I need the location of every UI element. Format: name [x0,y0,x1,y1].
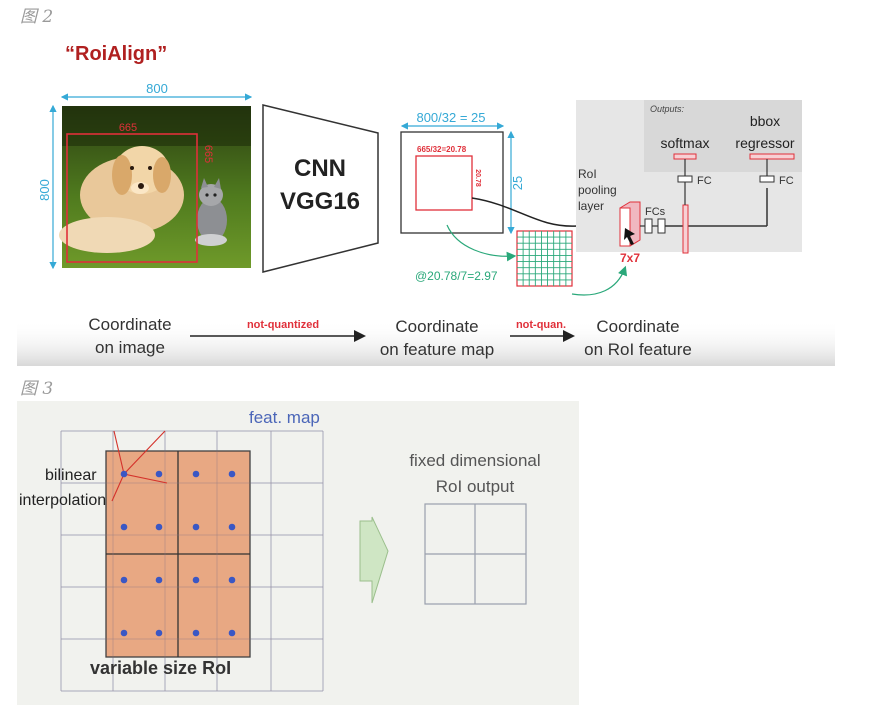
image-width-label: 800 [146,81,168,96]
figure-2-caption: 图 2 [20,7,54,27]
bilinear-label-2: interpolation [19,492,106,509]
diagram-title: “RoiAlign” [65,43,167,65]
sample-point [155,523,163,531]
roialign-diagram: “RoiAlign” 800 800 [17,43,835,366]
roi-width-label: 665 [119,122,137,134]
sample-point [155,470,163,478]
pool-size-label: 7x7 [620,251,640,265]
figure-2-panel: “RoiAlign” 800 800 [17,30,835,366]
fc-layer-2 [657,218,666,234]
fcs-label: FCs [645,206,666,218]
sample-point [120,470,128,478]
fc-label-2: FC [779,175,794,187]
sampling-points [120,470,236,637]
feat-map-label: feat. map [249,408,320,427]
grid-arrow-in [446,224,517,262]
roi-pool-label-3: layer [578,199,604,213]
bilinear-label-1: bilinear [45,467,97,484]
flow-step-1-line2: on image [95,338,165,357]
cursor-icon [624,228,635,245]
sample-point [228,576,236,584]
feature-map-grid-overlay [60,430,324,692]
fixed-output-label-1: fixed dimensional [409,451,540,470]
sample-point [120,523,128,531]
cnn-label: CNN [294,155,346,182]
feature-roi-box [415,155,473,211]
image-roi-box [66,133,198,263]
fixed-output-label-2: RoI output [436,477,515,496]
sample-point [228,629,236,637]
bbox-output-bar [749,153,795,160]
flow-arrow-2-label: not-quan. [516,319,566,331]
flow-step-1-line1: Coordinate [88,315,171,334]
flow-step-2-line2: on feature map [380,340,494,359]
flow-step-2-line1: Coordinate [395,317,478,336]
sample-point [155,576,163,584]
sample-point [192,576,200,584]
roi-height-label: 665 [202,145,214,163]
flow-step-3-line1: Coordinate [596,317,679,336]
sample-point [228,470,236,478]
feature-map [400,131,504,234]
roi-feature-vector [682,204,689,254]
fm-height-label: 25 [510,176,525,190]
sample-point [192,523,200,531]
figure-3-panel: feat. map bilinear interpolation variabl… [17,401,579,705]
bbox-label: bbox [750,113,780,129]
flow-step-3-line2: on RoI feature [584,340,692,359]
fc-layer-1 [644,218,653,234]
vgg16-label: VGG16 [280,188,360,215]
sample-point [155,629,163,637]
sampling-grid [516,230,573,287]
bilinear-diagram: feat. map bilinear interpolation variabl… [19,408,541,692]
variable-roi-label: variable size RoI [90,658,231,678]
fc-unit-softmax [677,175,693,183]
figure-3-caption: 图 3 [20,379,54,399]
sample-point [120,629,128,637]
sample-point [120,576,128,584]
sample-point [192,470,200,478]
outputs-label: Outputs: [650,104,685,114]
grid-arrow-out [571,265,628,296]
fm-roi-height-label: 20.78 [474,169,481,187]
cnn-block [262,104,379,273]
fm-roi-width-label: 665/32=20.78 [417,145,467,154]
fc-unit-bbox [759,175,775,183]
bilinear-lines [111,430,168,502]
softmax-output-bar [673,153,697,160]
fc-label-1: FC [697,175,712,187]
image-height-label: 800 [37,179,52,201]
fm-width-label: 800/32 = 25 [416,110,485,125]
grid-calc-label: @20.78/7=2.97 [415,269,498,283]
flow-arrow-1-label: not-quantized [247,319,319,331]
roi-pool-label-1: RoI [578,167,597,181]
dog-cat-photo [59,106,251,268]
output-arrow [359,516,389,604]
roi-to-pooling-curve [471,197,619,227]
softmax-label: softmax [660,135,709,151]
regressor-label: regressor [735,135,794,151]
sample-point [228,523,236,531]
roi-pool-label-2: pooling [578,183,617,197]
outputs-panel [644,100,802,172]
bottom-fade [17,320,835,366]
sample-point [192,629,200,637]
